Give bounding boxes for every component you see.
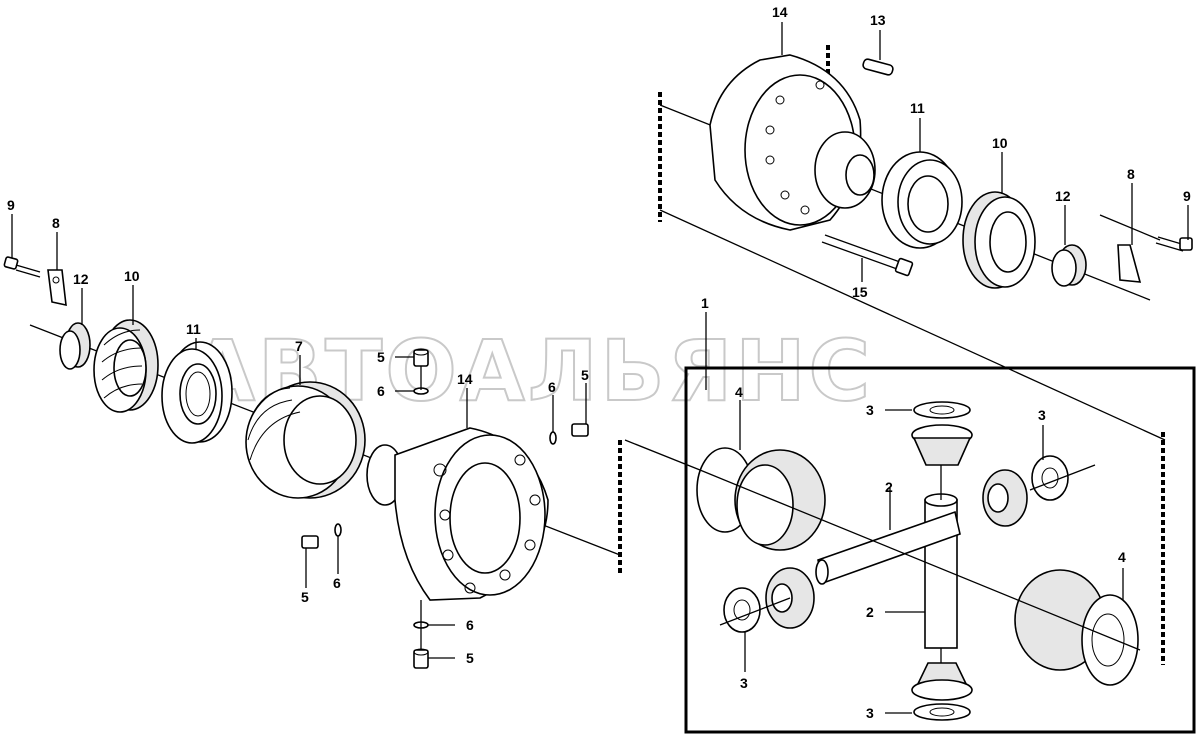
label-6-left-low: 6 xyxy=(466,617,474,633)
label-10-upper: 10 xyxy=(992,135,1008,151)
ring-gear xyxy=(245,381,366,499)
bearing-left xyxy=(161,341,233,444)
side-gear-left xyxy=(696,447,826,551)
pin-left-right xyxy=(571,423,589,437)
gear-set-axis xyxy=(699,469,1141,651)
pin-left-bottom xyxy=(301,535,319,549)
differential-case-upper xyxy=(709,54,876,231)
label-12-upper: 12 xyxy=(1055,188,1071,204)
washer-left-bottom xyxy=(334,523,342,537)
differential-case-left xyxy=(366,427,549,601)
label-4-right: 4 xyxy=(1118,549,1126,565)
adjusting-nut-upper xyxy=(962,191,1036,289)
label-12-left: 12 xyxy=(73,271,89,287)
label-15: 15 xyxy=(852,284,868,300)
pin-left-low xyxy=(413,648,429,669)
label-6-left-right: 6 xyxy=(548,379,556,395)
label-10-left: 10 xyxy=(124,268,140,284)
side-gear-right xyxy=(1014,569,1139,686)
label-4-left: 4 xyxy=(735,384,743,400)
label-6-left-bottom: 6 xyxy=(333,575,341,591)
label-5-left-low: 5 xyxy=(466,650,474,666)
sleeve-upper xyxy=(1051,244,1087,287)
pin-upper xyxy=(862,58,894,76)
thrust-washer-bottom xyxy=(913,703,971,721)
label-6-left-top: 6 xyxy=(377,383,385,399)
lock-plate-left xyxy=(47,269,67,307)
connector-line-left xyxy=(624,439,701,471)
label-13: 13 xyxy=(870,12,886,28)
pinion-gear-top xyxy=(911,424,973,466)
upper-bolt-axis xyxy=(1099,214,1161,241)
washer-left-right xyxy=(549,431,557,445)
label-3-bottom: 3 xyxy=(866,705,874,721)
pinion-gear-right xyxy=(982,469,1028,527)
label-2-upper: 2 xyxy=(885,479,893,495)
part-labels: 9 8 12 10 11 7 14 5 6 6 5 5 6 6 5 14 13 … xyxy=(7,4,1191,721)
bolt-left xyxy=(3,256,41,278)
bearing-upper xyxy=(881,151,963,249)
left-washer-axis xyxy=(719,597,791,626)
label-2-lower: 2 xyxy=(866,604,874,620)
thrust-washer-top xyxy=(913,401,971,419)
gear-set-frame xyxy=(684,366,1196,734)
bolt-upper xyxy=(1155,236,1193,252)
pin-left-top xyxy=(413,348,429,367)
label-5-left-right: 5 xyxy=(581,367,589,383)
label-3-right: 3 xyxy=(1038,407,1046,423)
label-14-upper: 14 xyxy=(772,4,788,20)
label-5-left-bottom: 5 xyxy=(301,589,309,605)
label-11-upper: 11 xyxy=(910,100,925,116)
label-8-left: 8 xyxy=(52,215,60,231)
label-9-upper: 9 xyxy=(1183,188,1191,204)
label-7: 7 xyxy=(295,338,303,354)
label-3-top: 3 xyxy=(866,402,874,418)
pinion-gear-bottom xyxy=(911,662,973,701)
lock-plate-upper xyxy=(1117,244,1142,283)
leader-lines xyxy=(11,22,1189,714)
label-14-left: 14 xyxy=(457,371,473,387)
long-bolt-upper xyxy=(821,234,914,277)
label-5-left-top: 5 xyxy=(377,349,385,365)
adjusting-nut-left xyxy=(93,319,159,413)
label-3-left: 3 xyxy=(740,675,748,691)
thrust-washer-right xyxy=(1031,455,1069,501)
label-8-upper: 8 xyxy=(1127,166,1135,182)
label-1: 1 xyxy=(701,295,709,311)
thrust-washer-left xyxy=(723,587,761,633)
connector-line-upper xyxy=(659,209,1166,441)
label-9-left: 9 xyxy=(7,197,15,213)
label-11-left: 11 xyxy=(186,321,201,337)
right-washer-axis xyxy=(1029,464,1096,491)
sleeve-left xyxy=(59,322,91,370)
